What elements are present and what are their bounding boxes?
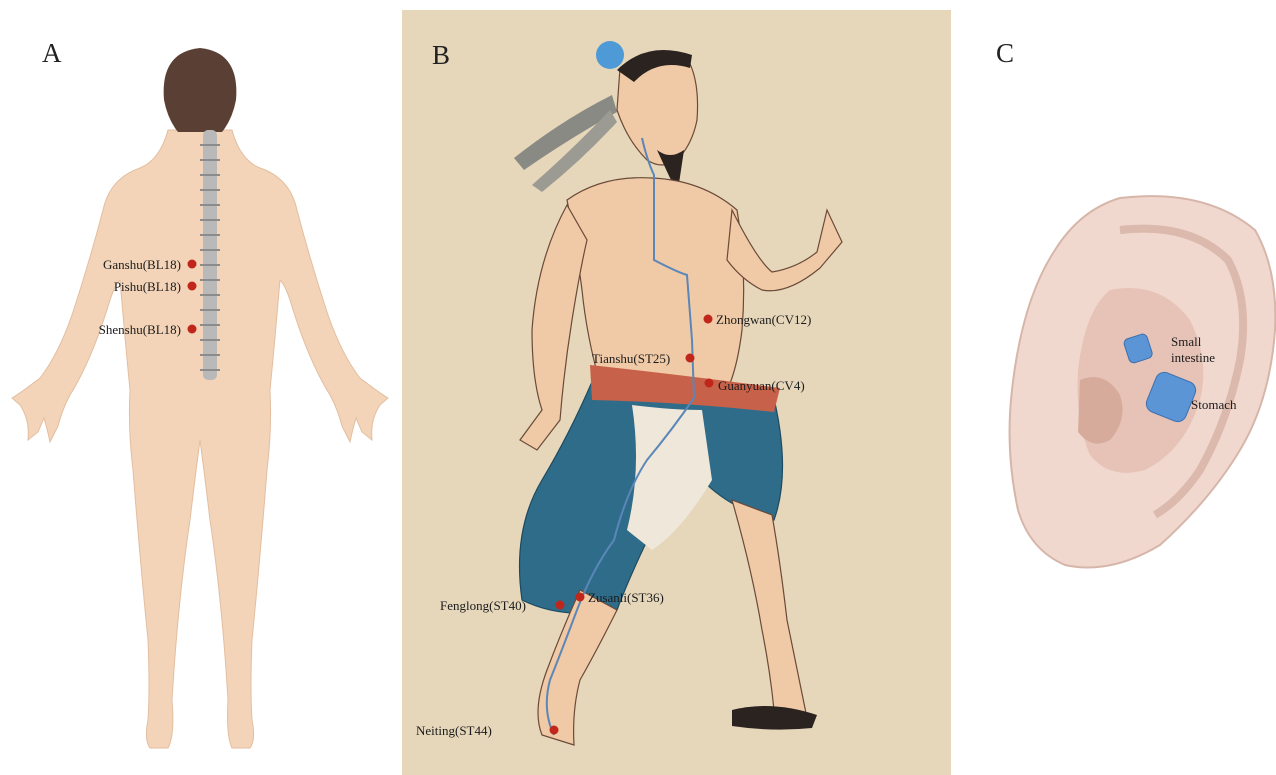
body-silhouette: [12, 130, 388, 748]
point-tianshu: [686, 354, 695, 363]
label-tianshu: Tianshu(ST25): [592, 352, 670, 365]
point-zusanli: [576, 593, 585, 602]
back-body-illustration: [0, 0, 400, 775]
label-neiting: Neiting(ST44): [416, 724, 492, 737]
label-ganshu: Ganshu(BL18): [103, 258, 181, 271]
point-guanyuan: [705, 379, 714, 388]
ear-illustration: [960, 0, 1276, 775]
point-fenglong: [556, 601, 565, 610]
label-fenglong: Fenglong(ST40): [440, 599, 526, 612]
spine: [203, 130, 217, 380]
point-zhongwan: [704, 315, 713, 324]
point-neiting: [550, 726, 559, 735]
hair-bun: [596, 41, 624, 69]
panel-b-meridian-figure: B Zhongwan(CV12) Tianshu(ST25) Guanyuan(…: [402, 10, 951, 775]
meridian-painting: [402, 10, 951, 775]
label-shenshu: Shenshu(BL18): [99, 323, 181, 336]
panel-a-back-figure: A Ganshu(BL18) Pishu(BL18) Shenshu(BL18): [0, 0, 400, 775]
point-shenshu: [188, 325, 197, 334]
label-zhongwan: Zhongwan(CV12): [716, 313, 811, 326]
label-pishu: Pishu(BL18): [114, 280, 181, 293]
hair: [164, 48, 237, 132]
label-small-intestine: Small intestine: [1171, 334, 1215, 367]
panel-b-letter: B: [432, 40, 450, 71]
label-guanyuan: Guanyuan(CV4): [718, 379, 805, 392]
label-zusanli: Zusanli(ST36): [588, 591, 664, 604]
point-pishu: [188, 282, 197, 291]
point-ganshu: [188, 260, 197, 269]
panel-c-ear-figure: C Small intestine Stomach: [960, 0, 1276, 775]
label-stomach: Stomach: [1191, 398, 1237, 411]
